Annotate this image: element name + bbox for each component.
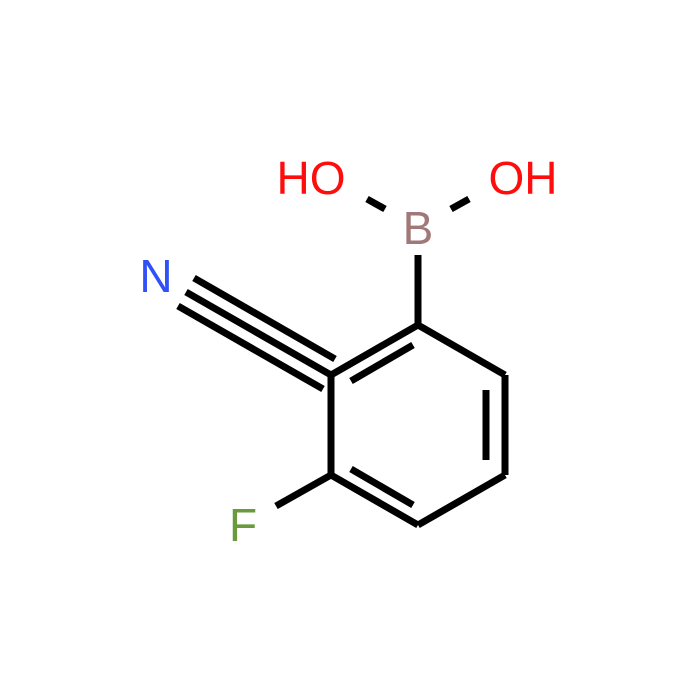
bond-ring-to-fluorine xyxy=(274,471,333,510)
boronic-acid-group: B HO OH xyxy=(277,152,558,325)
benzene-ring xyxy=(327,321,509,529)
ring-bond-c3-c4 xyxy=(416,471,507,529)
ring-bond-c4-c5 xyxy=(329,471,420,529)
atom-label-fluorine: F xyxy=(229,499,257,551)
nitrile-bond-line-3 xyxy=(176,302,325,393)
ring-inner-double-bond-bottom xyxy=(349,465,415,509)
atom-label-boron: B xyxy=(403,202,434,254)
bond-boron-to-oh-right xyxy=(449,195,471,213)
ring-bond-c1-c2 xyxy=(416,321,507,379)
atom-label-nitrogen: N xyxy=(139,250,172,302)
nitrile-group: N xyxy=(139,250,337,393)
ring-bond-c6-c1 xyxy=(329,321,420,379)
nitrile-bond-line-2 xyxy=(192,274,337,363)
bond-boron-to-oh-left xyxy=(365,195,387,213)
nitrile-bond-line-1 xyxy=(184,288,333,379)
fluoro-group: F xyxy=(229,471,333,551)
ring-inner-double-bond-top xyxy=(349,341,415,385)
atom-label-hydroxyl-left: HO xyxy=(277,152,346,204)
atom-label-hydroxyl-right: OH xyxy=(489,152,558,204)
